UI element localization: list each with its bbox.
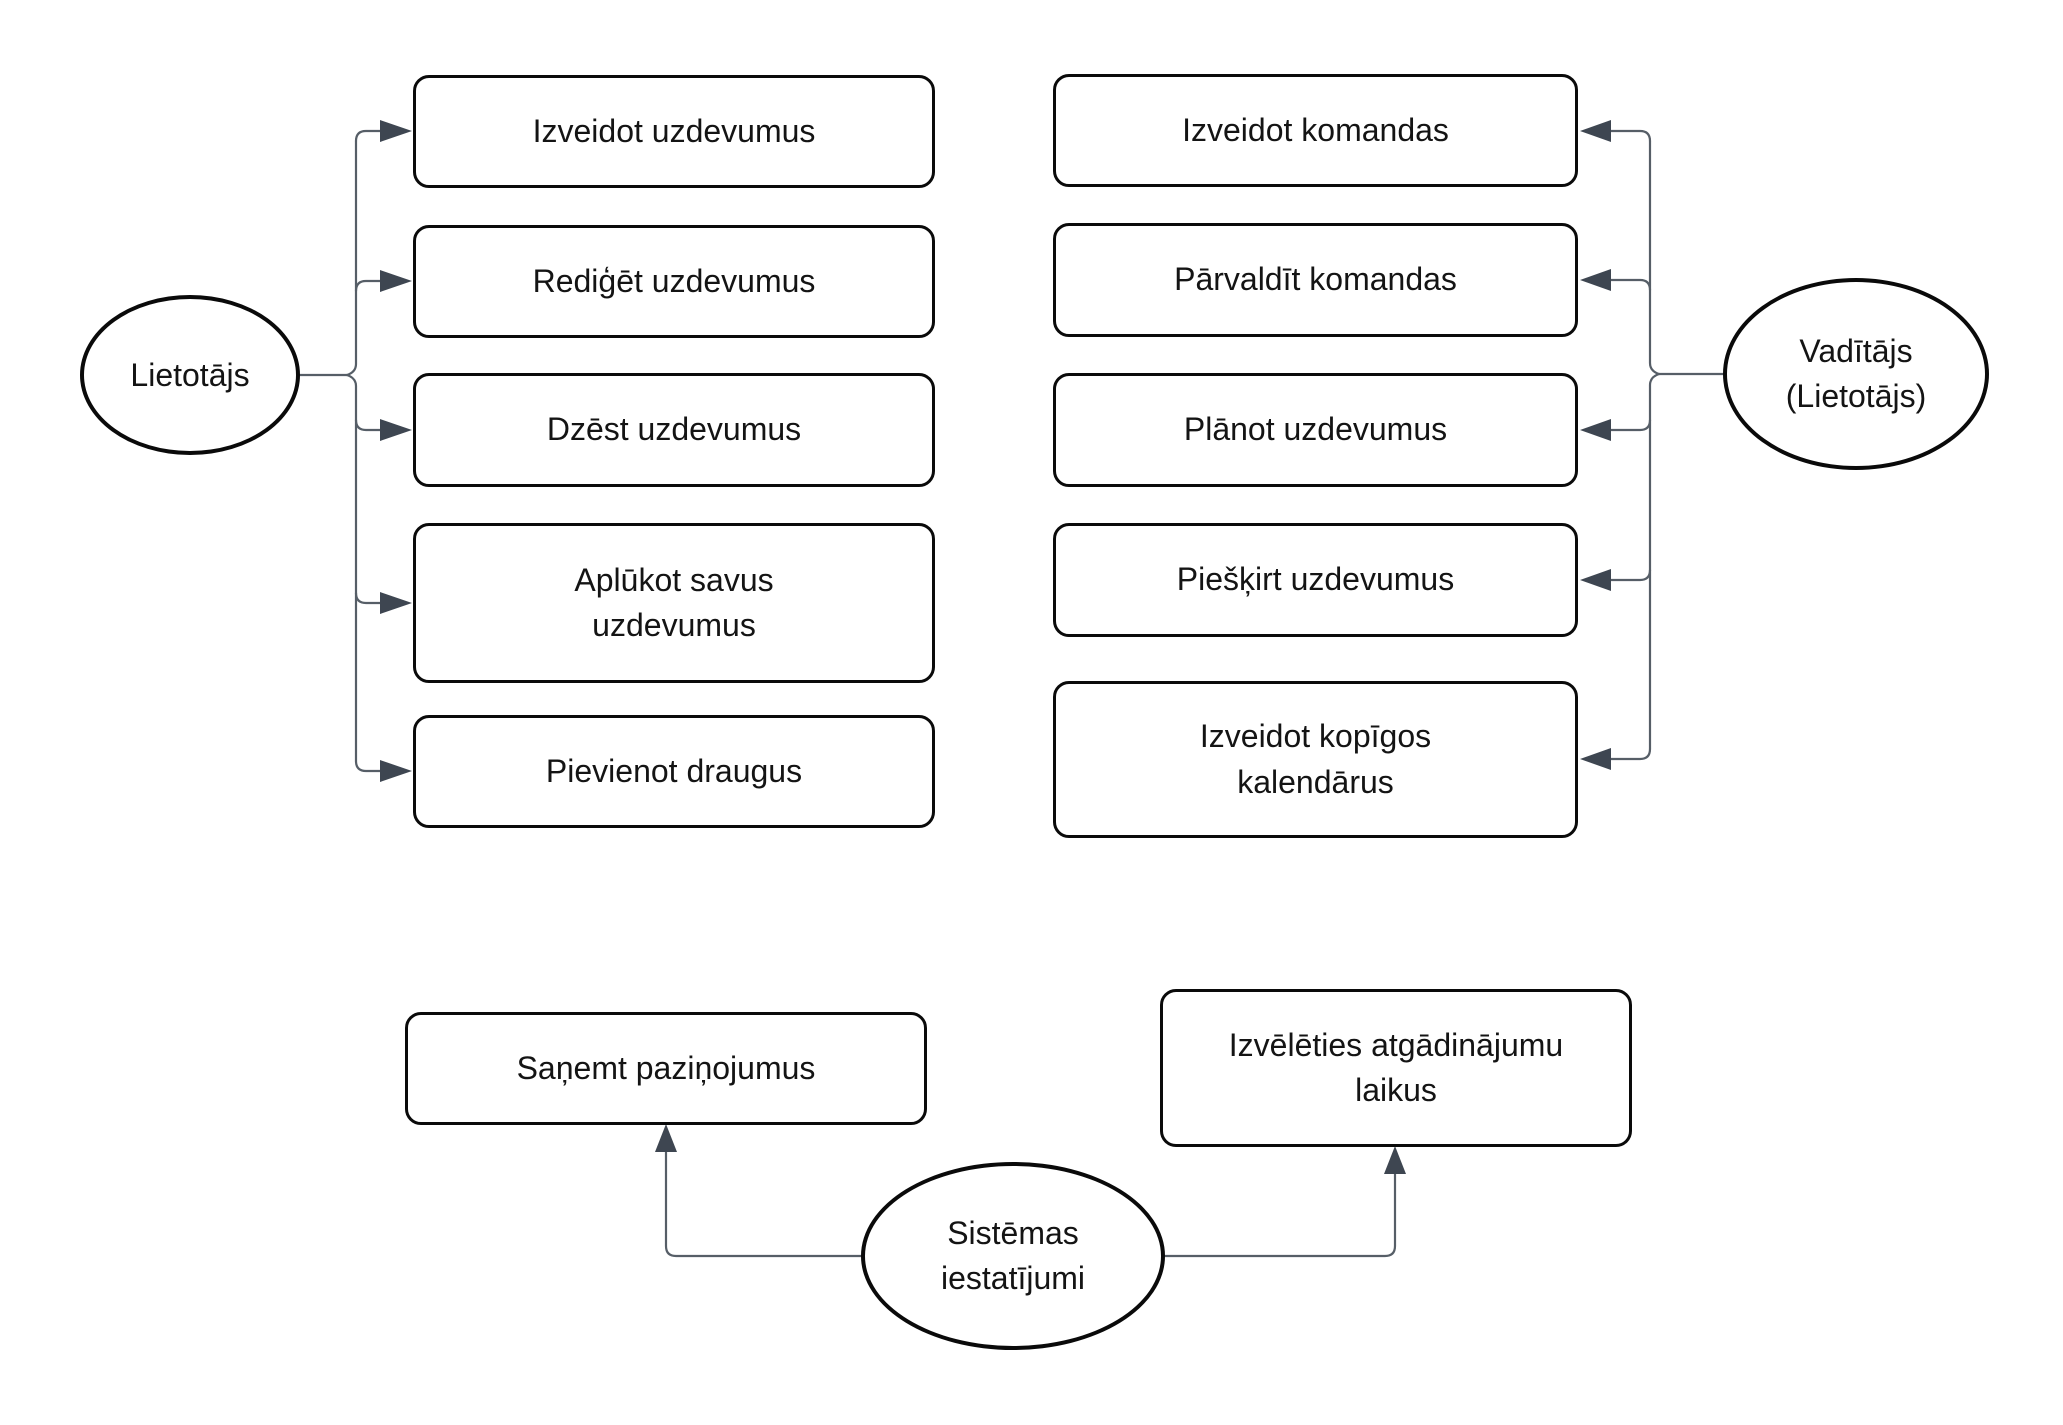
usecase-label: Dzēst uzdevumus <box>546 411 802 448</box>
usecase-dzest-uzdevumus: Dzēst uzdevumus <box>413 373 935 487</box>
actor-lietotajs-label: Lietotājs <box>130 356 250 393</box>
usecase-izveleties-atgadinajumu-laikus: Izvēlēties atgādinājumu laikus <box>1160 989 1632 1147</box>
connector-sistemas-branches <box>655 1124 1406 1258</box>
usecase-rediget-uzdevumus: Rediģēt uzdevumus <box>413 225 935 338</box>
usecase-pieskirt-uzdevumus: Piešķirt uzdevumus <box>1053 523 1578 637</box>
usecase-label: Plānot uzdevumus <box>1183 411 1448 448</box>
actor-vaditajs: Vadītājs (Lietotājs) <box>1723 278 1989 470</box>
usecase-pievienot-draugus: Pievienot draugus <box>413 715 935 828</box>
usecase-sanemt-pazinojumus: Saņemt paziņojumus <box>405 1012 927 1125</box>
actor-sistemas-iestatijumi-label: Sistēmas iestatījumi <box>940 1215 1086 1296</box>
usecase-parvaldit-komandas: Pārvaldīt komandas <box>1053 223 1578 337</box>
left-arrowheads <box>380 120 412 782</box>
usecase-label: Pievienot draugus <box>545 752 803 789</box>
usecase-planot-uzdevumus: Plānot uzdevumus <box>1053 373 1578 487</box>
bottom-arrowheads <box>655 1124 1406 1174</box>
usecase-label: Aplūkot savus uzdevumus <box>574 561 774 643</box>
usecase-izveidot-uzdevumus: Izveidot uzdevumus <box>413 75 935 188</box>
usecase-izveidot-kopigos-kalendarus: Izveidot kopīgos kalendārus <box>1053 681 1578 838</box>
usecase-izveidot-komandas: Izveidot komandas <box>1053 74 1578 187</box>
usecase-label: Saņemt paziņojumus <box>516 1049 816 1086</box>
actor-sistemas-iestatijumi: Sistēmas iestatījumi <box>861 1162 1165 1350</box>
usecase-label: Rediģēt uzdevumus <box>532 262 816 299</box>
usecase-label: Izvēlēties atgādinājumu laikus <box>1228 1026 1564 1108</box>
usecase-aplukot-savus-uzdevumus: Aplūkot savus uzdevumus <box>413 523 935 683</box>
usecase-label: Izveidot komandas <box>1182 111 1449 148</box>
actor-lietotajs: Lietotājs <box>80 295 300 455</box>
connector-vaditajs-branches <box>1580 120 1725 770</box>
usecase-label: Pārvaldīt komandas <box>1174 261 1457 298</box>
usecase-label: Piešķirt uzdevumus <box>1176 561 1455 598</box>
actor-vaditajs-label: Vadītājs (Lietotājs) <box>1785 333 1927 414</box>
usecase-label: Izveidot uzdevumus <box>532 112 816 149</box>
right-arrowheads <box>1580 120 1611 770</box>
usecase-label: Izveidot kopīgos kalendārus <box>1199 718 1432 800</box>
connector-lietotajs-branches <box>298 120 412 782</box>
